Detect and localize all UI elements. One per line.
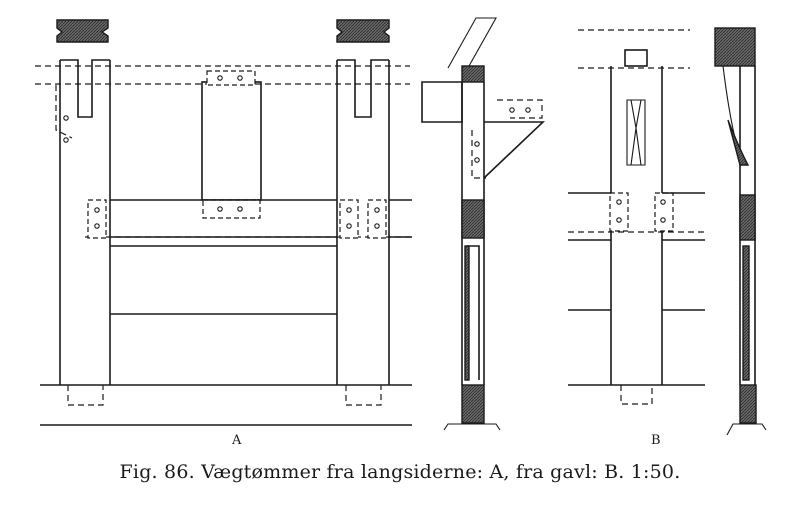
post-right bbox=[336, 59, 390, 406]
section-gable bbox=[714, 27, 767, 436]
plate-section-left bbox=[56, 19, 109, 43]
plate-section-right bbox=[336, 19, 390, 43]
post-left bbox=[55, 59, 111, 406]
elevation-a: A bbox=[35, 19, 412, 448]
figure-caption: Fig. 86. Vægtømmer fra langsiderne: A, f… bbox=[119, 461, 681, 483]
section-long-side bbox=[421, 17, 546, 431]
timber-frame-drawing: A bbox=[35, 17, 767, 448]
post-middle bbox=[201, 70, 262, 219]
label-b: B bbox=[651, 433, 661, 448]
elevation-b: B bbox=[568, 29, 705, 448]
label-a: A bbox=[231, 433, 242, 448]
